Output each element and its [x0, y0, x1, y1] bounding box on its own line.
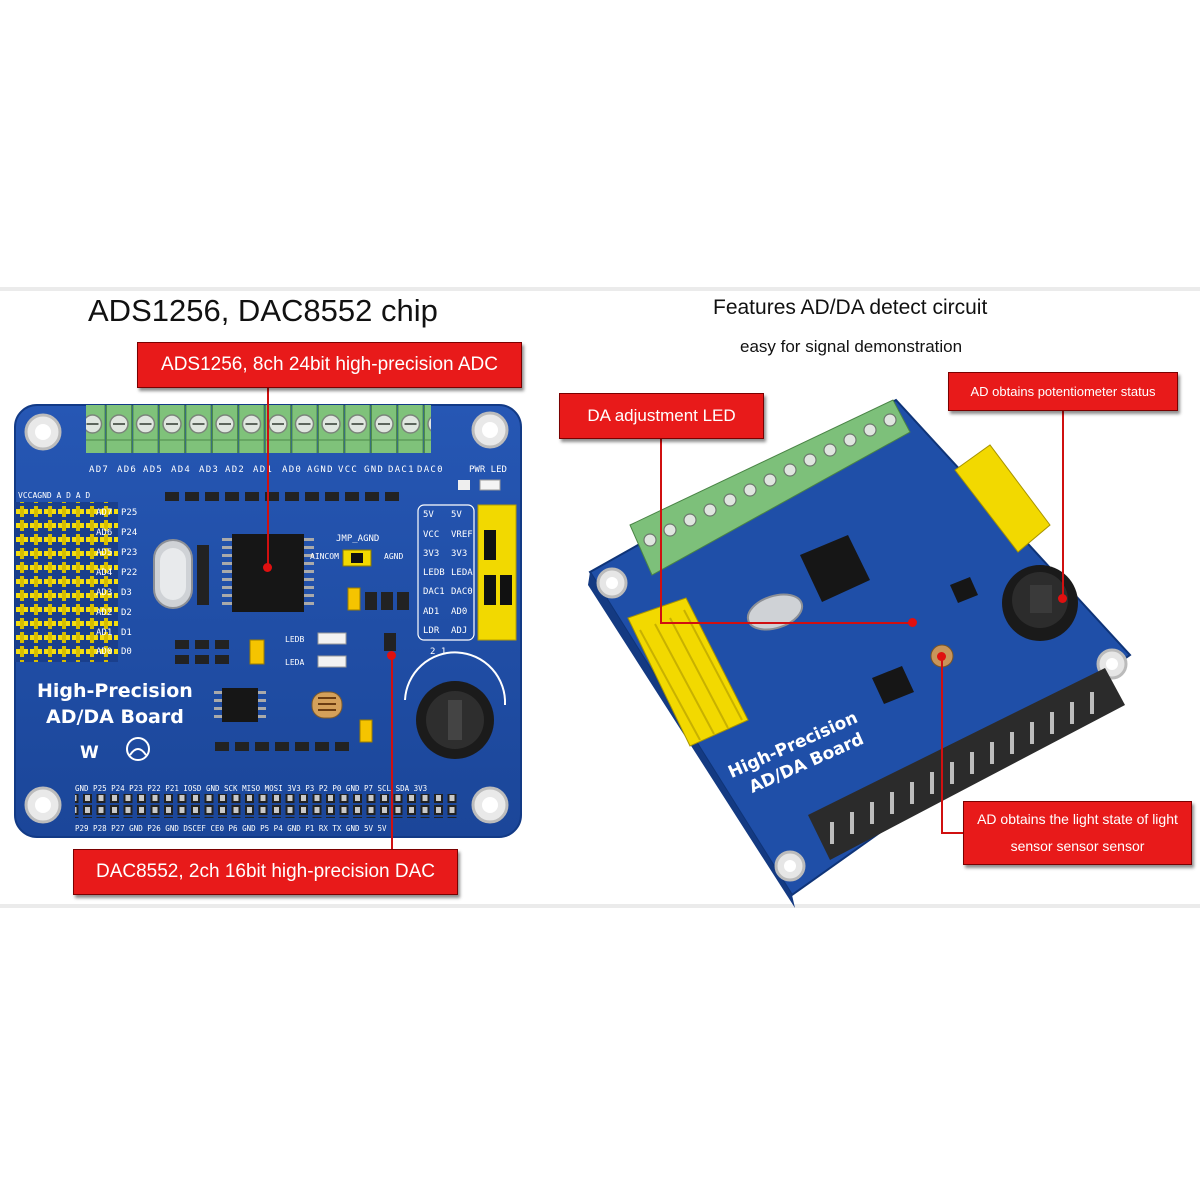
leda-label: LEDA [285, 658, 304, 667]
light-leader-vertical [941, 656, 943, 834]
svg-text:AD0: AD0 [451, 607, 467, 617]
pwr-led-label: PWR LED [469, 465, 507, 475]
ledb-label: LEDB [285, 635, 304, 644]
svg-text:D2: D2 [121, 608, 132, 618]
svg-text:LDR: LDR [423, 626, 440, 636]
pot-leader-line [1062, 405, 1064, 598]
callout-pot: AD obtains potentiometer status [948, 372, 1178, 411]
header-top-label: VCCAGND A D A D [18, 491, 90, 500]
svg-text:DAC1: DAC1 [423, 587, 445, 597]
svg-text:ADJ: ADJ [451, 626, 467, 636]
left-heading: ADS1256, DAC8552 chip [88, 293, 438, 328]
svg-text:AD0: AD0 [96, 647, 112, 657]
svg-text:VCC: VCC [423, 530, 439, 540]
left-board-title-line2: AD/DA Board [46, 706, 184, 728]
callout-light: AD obtains the light state of light sens… [963, 801, 1192, 865]
svg-text:DAC0: DAC0 [451, 587, 473, 597]
svg-text:AD5: AD5 [96, 548, 112, 558]
svg-text:5V: 5V [423, 510, 434, 520]
light-leader-horizontal [941, 832, 963, 834]
terminal-label-row: AD7 AD6 AD5 AD4 AD3 AD2 AD1 AD0 AGND VCC… [89, 465, 444, 475]
light-leader-dot [937, 652, 946, 661]
svg-text:AD1: AD1 [96, 628, 112, 638]
svg-text:D1: D1 [121, 628, 132, 638]
left-board-title-line1: High-Precision [37, 680, 193, 702]
svg-text:P24: P24 [121, 528, 137, 538]
pot-leader-dot [1058, 594, 1067, 603]
dac-leader-line [391, 655, 393, 851]
right-subheading: easy for signal demonstration [740, 337, 963, 356]
right-heading: Features AD/DA detect circuit [713, 296, 988, 319]
svg-text:3V3: 3V3 [451, 549, 467, 559]
callout-light-line2: sensor sensor sensor [1010, 838, 1145, 854]
agnd-label: AGND [384, 552, 403, 561]
svg-text:5V: 5V [451, 510, 462, 520]
led-leader-dot [908, 618, 917, 627]
waveshare-logo-icon: W [80, 737, 150, 763]
svg-text:AD6: AD6 [96, 528, 112, 538]
svg-text:LEDB: LEDB [423, 568, 445, 578]
svg-text:AD2: AD2 [96, 608, 112, 618]
svg-text:LEDA: LEDA [451, 568, 473, 578]
led-leader-horizontal [660, 622, 912, 624]
gpio-bottom-labels: P29 P28 P27 GND P26 GND DSCEF CE0 P6 GND… [75, 824, 387, 833]
svg-text:P23: P23 [121, 548, 137, 558]
callout-led: DA adjustment LED [559, 393, 764, 439]
svg-text:W: W [80, 743, 99, 763]
jumper-label-grid: 5V 5V VCC VREF 3V3 3V3 LEDB LEDA DAC1 DAC0 AD… [417, 504, 475, 641]
svg-text:P25: P25 [121, 508, 137, 518]
svg-text:VREF: VREF [451, 530, 473, 540]
svg-text:P22: P22 [121, 568, 137, 578]
svg-text:AD1: AD1 [423, 607, 439, 617]
aincom-label: AINCOM [310, 552, 339, 561]
dac-leader-dot [387, 651, 396, 660]
svg-text:3V3: 3V3 [423, 549, 439, 559]
svg-text:D3: D3 [121, 588, 132, 598]
svg-text:AD3: AD3 [96, 588, 112, 598]
top-divider-band [0, 287, 1200, 291]
svg-text:D0: D0 [121, 647, 132, 657]
svg-text:AD4: AD4 [96, 568, 112, 578]
bottom-divider-band [0, 904, 1200, 908]
gpio-top-labels: GND P25 P24 P23 P22 P21 IOSD GND SCK MIS… [75, 784, 427, 793]
adc-leader-dot [263, 563, 272, 572]
callout-light-line1: AD obtains the light state of light [977, 811, 1178, 827]
callout-adc: ADS1256, 8ch 24bit high-precision ADC [137, 342, 522, 388]
jumper-col-label: 2 1 [430, 647, 446, 657]
adc-leader-line [267, 385, 269, 570]
led-leader-vertical [660, 437, 662, 623]
jmp-agnd-label: JMP_AGND [336, 534, 379, 544]
callout-dac: DAC8552, 2ch 16bit high-precision DAC [73, 849, 458, 895]
svg-text:AD7: AD7 [96, 508, 112, 518]
